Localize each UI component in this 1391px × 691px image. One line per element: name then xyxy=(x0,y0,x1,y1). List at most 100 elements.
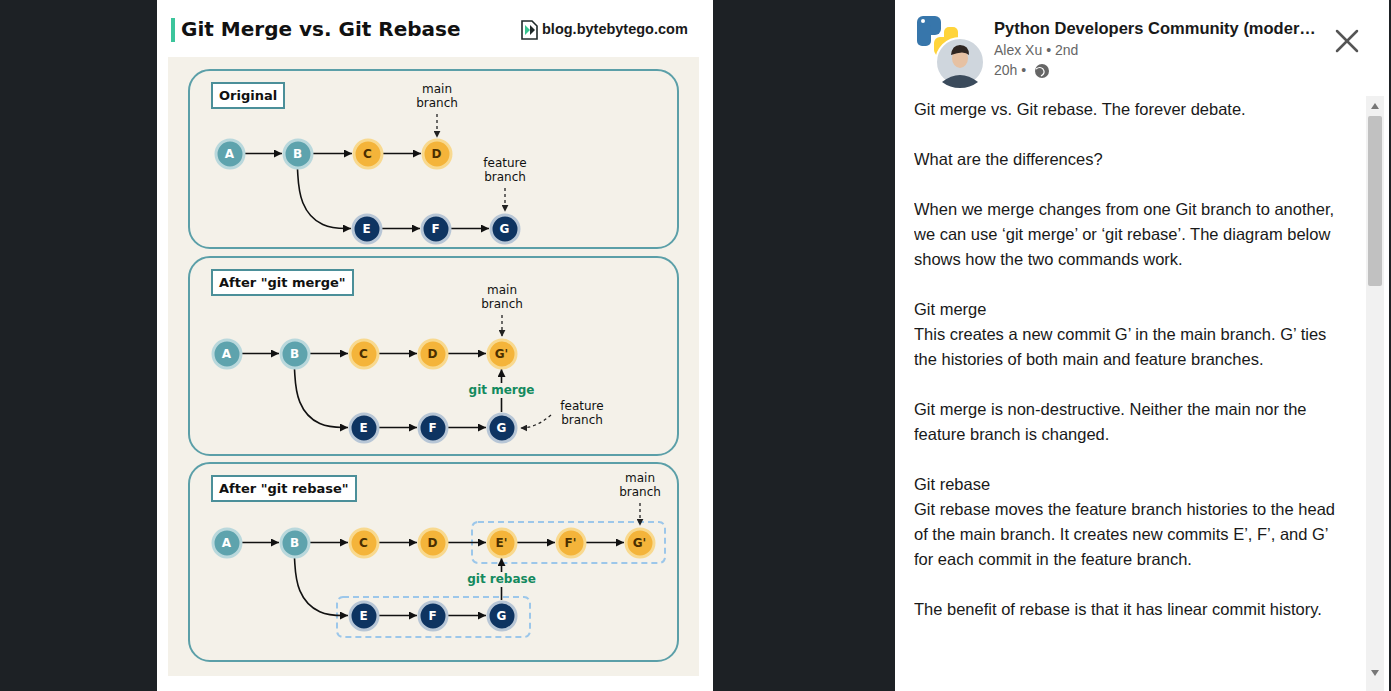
commit-label: G xyxy=(500,222,510,236)
circle-outline xyxy=(488,602,516,630)
commit-arrow xyxy=(586,542,624,544)
leader-line xyxy=(521,415,551,428)
commit-arrow xyxy=(383,153,421,155)
leader-line xyxy=(504,188,505,211)
circle-outline xyxy=(350,414,378,442)
panel-heading: Original xyxy=(211,82,285,109)
circle-outline xyxy=(491,215,519,243)
post-paragraph: Git merge vs. Git rebase. The forever de… xyxy=(914,97,1350,122)
branch-pointer-label: main branch xyxy=(408,82,466,110)
post-header-text: Alex Xu • 2nd xyxy=(994,42,1078,58)
commit-label: D xyxy=(432,147,442,161)
commit-label: G xyxy=(497,609,507,623)
commit-arrow xyxy=(382,228,420,230)
commit-label: E' xyxy=(496,536,508,550)
branch-pointer-label: main branch xyxy=(611,471,669,499)
circle-outline xyxy=(557,529,585,557)
branch-pointer-label: feature branch xyxy=(476,156,534,184)
commit-label: D xyxy=(428,347,438,361)
post-body: Git merge vs. Git rebase. The forever de… xyxy=(914,97,1350,691)
leader-line xyxy=(436,114,437,137)
commit-label: B xyxy=(293,147,302,161)
diagram-title: Git Merge vs. Git Rebase xyxy=(181,17,461,41)
commit-arrow xyxy=(310,542,348,544)
commit-circle: F xyxy=(417,600,449,632)
panel-box: After "git rebase"ABCDE'F'G'EFG xyxy=(188,462,679,662)
commit-circle: E xyxy=(351,213,383,245)
commit-label: G' xyxy=(495,347,509,361)
circle-outline xyxy=(488,414,516,442)
panel-box: After "git merge"ABCDG'EFG xyxy=(188,256,679,456)
circle-outline xyxy=(213,529,241,557)
commit-label: F xyxy=(431,222,439,236)
dashed-group-box xyxy=(337,597,530,637)
circle-outline xyxy=(284,140,312,168)
diagram-ground xyxy=(168,57,699,676)
commit-circle: F xyxy=(417,412,449,444)
commit-circle: D xyxy=(417,527,449,559)
commit-circle: E xyxy=(348,412,380,444)
commit-circle: F' xyxy=(555,527,587,559)
edge-label: git rebase xyxy=(464,572,539,587)
commit-label: A xyxy=(225,147,234,161)
circle-outline xyxy=(350,602,378,630)
commit-arrow xyxy=(448,615,486,617)
circle-outline xyxy=(419,529,447,557)
commit-label: C xyxy=(359,347,368,361)
commit-circle: E xyxy=(348,600,380,632)
circle-outline xyxy=(488,340,516,368)
post-paragraph: This creates a new commit G’ in the main… xyxy=(914,322,1350,372)
post-paragraph: Git rebase moves the feature branch hist… xyxy=(914,497,1350,572)
post-header-text: 20h • xyxy=(994,62,1026,78)
circle-outline xyxy=(350,529,378,557)
commit-arrow xyxy=(313,153,352,155)
commit-label: D xyxy=(428,536,438,550)
commit-label: G xyxy=(497,421,507,435)
title-accent-bar xyxy=(171,18,175,42)
circle-outline xyxy=(422,215,450,243)
dashed-group-box xyxy=(472,522,665,563)
globe-icon xyxy=(1035,64,1049,78)
post-paragraph: The benefit of rebase is that it has lin… xyxy=(914,597,1350,622)
commit-arrow xyxy=(448,427,486,429)
post-panel xyxy=(895,0,1389,691)
commit-arrow xyxy=(517,542,555,544)
commit-label: C xyxy=(363,147,372,161)
post-paragraph: When we merge changes from one Git branc… xyxy=(914,197,1350,272)
commit-label: A xyxy=(222,347,231,361)
circle-outline xyxy=(213,340,241,368)
leader-line xyxy=(501,315,502,336)
commit-circle: A xyxy=(211,338,243,370)
commit-label: E xyxy=(359,421,367,435)
commit-circle: F xyxy=(420,213,452,245)
commit-label: B xyxy=(290,536,299,550)
commit-circle: D xyxy=(417,338,449,370)
circle-outline xyxy=(353,215,381,243)
commit-label: F' xyxy=(565,536,577,550)
close-icon xyxy=(1337,31,1357,51)
circle-outline xyxy=(281,529,309,557)
author-avatar xyxy=(936,38,984,88)
commit-arrow xyxy=(379,542,417,544)
commit-arrow xyxy=(295,369,349,428)
circle-outline xyxy=(488,529,516,557)
commit-circle: G' xyxy=(624,527,656,559)
commit-label: F xyxy=(428,421,436,435)
branch-pointer-label: main branch xyxy=(473,283,531,311)
commit-arrow xyxy=(448,542,486,544)
watermark: blog.bytebytego.com xyxy=(542,21,688,37)
commit-circle: G' xyxy=(486,338,518,370)
commit-label: E xyxy=(362,222,370,236)
panel-heading: After "git rebase" xyxy=(211,475,357,502)
commit-arrow xyxy=(451,228,489,230)
commit-arrow xyxy=(379,353,417,355)
post-paragraph: Git rebase xyxy=(914,472,1350,497)
commit-arrow xyxy=(242,542,279,544)
circle-outline xyxy=(216,140,244,168)
commit-arrow xyxy=(245,153,282,155)
commit-circle: A xyxy=(211,527,243,559)
branch-pointer-label: feature branch xyxy=(553,399,611,427)
commit-circle: E' xyxy=(486,527,518,559)
commit-arrow xyxy=(310,353,348,355)
